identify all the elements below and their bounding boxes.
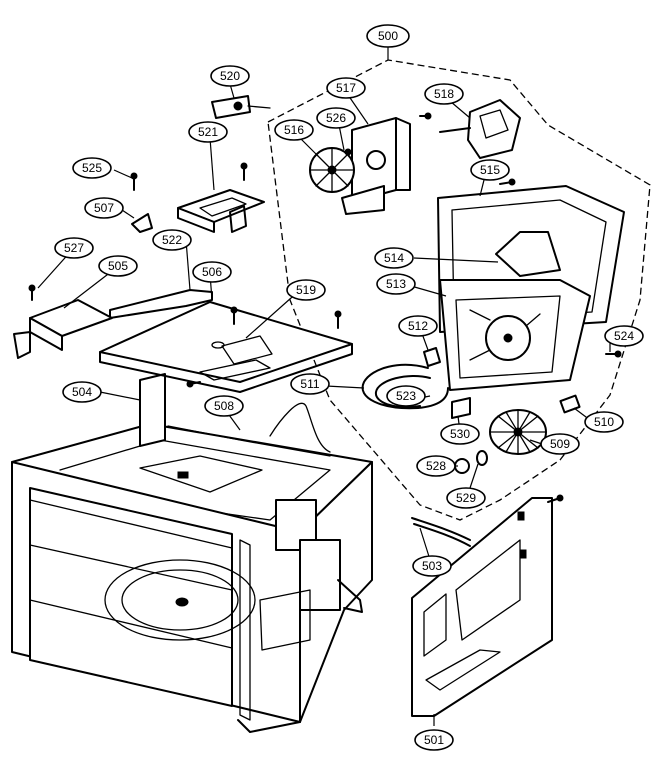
callout-label: 520 xyxy=(220,69,240,83)
callout-517[interactable]: 517 xyxy=(326,77,366,99)
callout-523[interactable]: 523 xyxy=(386,385,426,407)
callout-501[interactable]: 501 xyxy=(414,729,454,751)
callout-526[interactable]: 526 xyxy=(316,107,356,129)
callout-529[interactable]: 529 xyxy=(446,487,486,509)
plate-506 xyxy=(99,301,353,393)
callout-label: 503 xyxy=(422,559,442,573)
callout-510[interactable]: 510 xyxy=(584,411,624,433)
callout-label: 524 xyxy=(614,329,634,343)
callout-519[interactable]: 519 xyxy=(286,279,326,301)
bracket-504 xyxy=(139,373,166,447)
callout-513[interactable]: 513 xyxy=(376,273,416,295)
sensor-512 xyxy=(423,347,441,367)
screws xyxy=(28,112,622,503)
callout-522[interactable]: 522 xyxy=(152,229,192,251)
heater-box-513 xyxy=(439,279,591,391)
callout-506[interactable]: 506 xyxy=(192,261,232,283)
callout-label: 512 xyxy=(408,319,428,333)
callout-label: 529 xyxy=(456,491,476,505)
heater-523 xyxy=(361,363,449,410)
back-panel-501 xyxy=(411,497,553,717)
assembly-group-outline xyxy=(267,59,651,521)
callout-label: 519 xyxy=(296,283,316,297)
callout-label: 523 xyxy=(396,389,416,403)
callout-label: 526 xyxy=(326,111,346,125)
callout-label: 501 xyxy=(424,733,444,747)
callout-label: 509 xyxy=(550,437,570,451)
callout-528[interactable]: 528 xyxy=(416,455,456,477)
callout-label: 515 xyxy=(480,163,500,177)
callout-512[interactable]: 512 xyxy=(398,315,438,337)
callout-label: 530 xyxy=(450,427,470,441)
callout-511[interactable]: 511 xyxy=(290,373,330,395)
callout-label: 507 xyxy=(94,201,114,215)
callout-label: 516 xyxy=(284,123,304,137)
callout-label: 527 xyxy=(64,241,84,255)
callout-label: 505 xyxy=(108,259,128,273)
callout-509[interactable]: 509 xyxy=(540,433,580,455)
blade-516 xyxy=(309,147,355,193)
callout-label: 518 xyxy=(434,87,454,101)
oven-cavity xyxy=(11,423,373,733)
callout-label: 500 xyxy=(378,29,398,43)
callout-518[interactable]: 518 xyxy=(424,83,464,105)
motor-bracket-517 xyxy=(341,117,411,215)
callout-label: 514 xyxy=(384,251,404,265)
callout-label: 528 xyxy=(426,459,446,473)
fan-wheel-509 xyxy=(489,409,547,455)
callout-label: 513 xyxy=(386,277,406,291)
clip-530 xyxy=(451,397,471,419)
bracket-514 xyxy=(495,231,561,277)
callout-503[interactable]: 503 xyxy=(412,555,452,577)
callout-label: 510 xyxy=(594,415,614,429)
part-505 xyxy=(13,299,113,359)
bracket-521 xyxy=(177,189,265,233)
callout-504[interactable]: 504 xyxy=(62,381,102,403)
callout-527[interactable]: 527 xyxy=(54,237,94,259)
callout-521[interactable]: 521 xyxy=(188,121,228,143)
switch-520 xyxy=(211,95,271,119)
callout-500[interactable]: 500 xyxy=(366,24,410,48)
washer-529 xyxy=(476,450,488,466)
motor-518 xyxy=(439,99,521,159)
callout-525[interactable]: 525 xyxy=(72,157,112,179)
callout-514[interactable]: 514 xyxy=(374,247,414,269)
callout-507[interactable]: 507 xyxy=(84,197,124,219)
callout-label: 517 xyxy=(336,81,356,95)
callout-520[interactable]: 520 xyxy=(210,65,250,87)
callout-508[interactable]: 508 xyxy=(204,395,244,417)
callout-label: 511 xyxy=(300,377,319,391)
clip-507 xyxy=(131,213,153,233)
callout-label: 504 xyxy=(72,385,92,399)
callout-label: 506 xyxy=(202,265,222,279)
callout-530[interactable]: 530 xyxy=(440,423,480,445)
callout-label: 508 xyxy=(214,399,234,413)
cable-508 xyxy=(167,402,331,457)
harness-503 xyxy=(411,517,471,547)
callout-505[interactable]: 505 xyxy=(98,255,138,277)
callout-515[interactable]: 515 xyxy=(470,159,510,181)
callout-label: 522 xyxy=(162,233,182,247)
callout-label: 525 xyxy=(82,161,102,175)
callout-524[interactable]: 524 xyxy=(604,325,644,347)
callout-516[interactable]: 516 xyxy=(274,119,314,141)
callout-label: 521 xyxy=(198,125,218,139)
